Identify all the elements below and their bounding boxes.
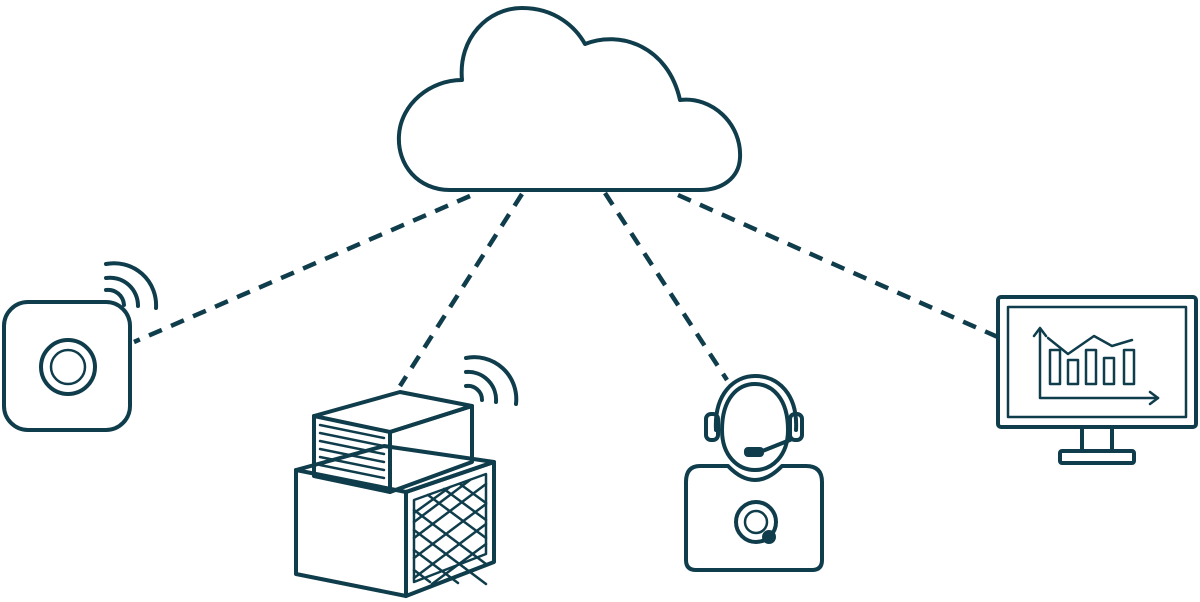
sensor-wifi-icon: [104, 261, 159, 310]
connection-line-monitor: [677, 192, 1001, 341]
connection-line-sensor: [133, 193, 471, 345]
server-wifi-icon: [464, 355, 519, 406]
cloud-icon: [396, 6, 743, 192]
server-grille-mesh: [412, 478, 488, 586]
headset-agent-icon: [684, 374, 824, 572]
monitor-chart-graphic: [1032, 326, 1160, 406]
sensor-icon: [2, 300, 132, 432]
connections: [133, 191, 1001, 388]
server-icon: [294, 390, 496, 598]
server-vents: [318, 423, 386, 480]
connection-line-agent: [603, 191, 729, 382]
monitor-chart-icon: [996, 295, 1198, 465]
connection-line-server: [398, 192, 524, 388]
